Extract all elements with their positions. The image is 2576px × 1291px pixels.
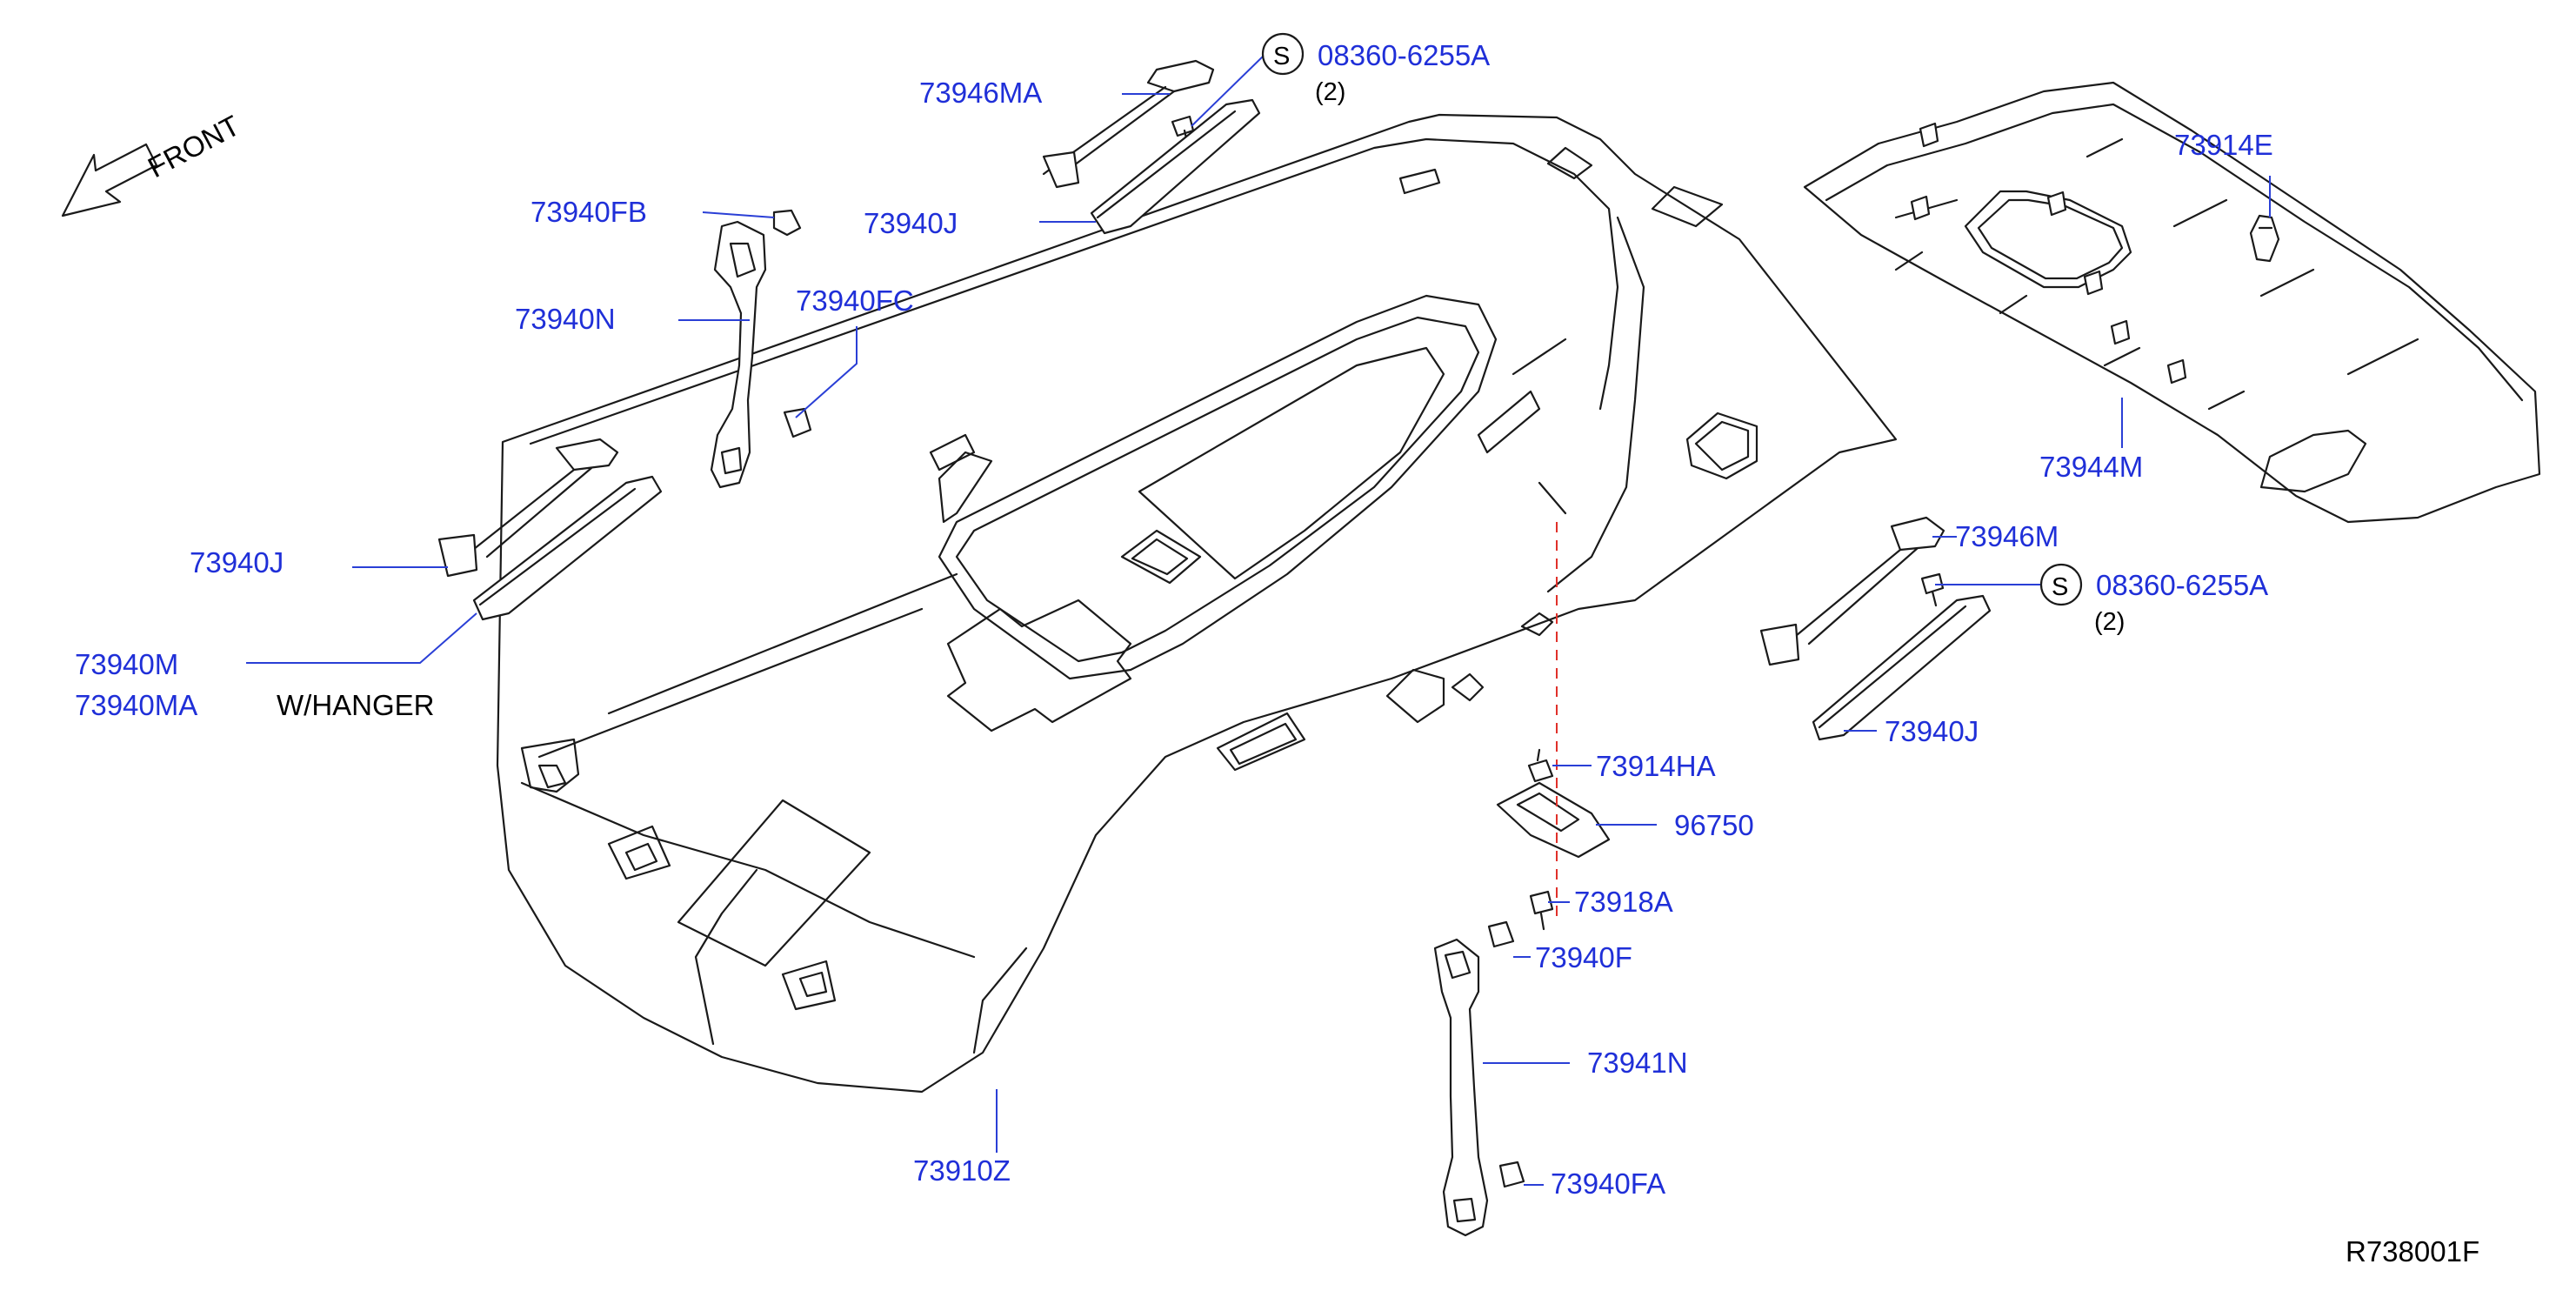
label-screw-top: 08360-6255A — [1318, 39, 1490, 71]
hanger-bracket-left — [437, 438, 619, 578]
diagram-reference: R738001F — [2346, 1235, 2479, 1268]
screw-symbol-right: S — [2039, 563, 2083, 606]
front-arrow-icon — [61, 143, 158, 217]
leader-73940M — [246, 612, 477, 664]
label-73941N: 73941N — [1587, 1047, 1688, 1079]
cap-73940FA — [1498, 1161, 1525, 1188]
svg-text:S: S — [2052, 573, 2068, 601]
grab-handle-left — [472, 475, 663, 621]
label-73940J-top: 73940J — [864, 207, 958, 239]
leader-screw-top — [1191, 53, 1266, 127]
cap-73940FB — [772, 209, 802, 237]
lamp-96750 — [1496, 781, 1611, 859]
grab-handle-73940N — [710, 220, 767, 489]
screw-right — [1920, 572, 1945, 607]
label-73944M: 73944M — [2039, 451, 2143, 483]
bolt-73918A — [1529, 890, 1554, 931]
label-73946M: 73946M — [1955, 520, 2059, 552]
label-73940FB: 73940FB — [531, 196, 647, 228]
clip-73914E — [2249, 214, 2280, 263]
hanger-bracket-right — [1759, 516, 1945, 666]
label-96750: 96750 — [1674, 809, 1754, 841]
label-73940N: 73940N — [515, 303, 616, 335]
hanger-bracket-top — [1042, 59, 1215, 189]
screw-symbol-top: S — [1261, 32, 1305, 76]
grab-handle-top — [1090, 98, 1261, 235]
label-73940J-left: 73940J — [190, 546, 284, 579]
rear-trim-panel — [1803, 81, 2541, 524]
label-73910Z: 73910Z — [913, 1154, 1011, 1187]
front-label: FRONT — [143, 109, 245, 184]
label-qty-top: (2) — [1315, 78, 1345, 106]
leader-73940FB — [702, 211, 775, 218]
label-73940J-right: 73940J — [1885, 715, 1979, 747]
label-qty-right: (2) — [2094, 608, 2125, 636]
cap-73940F — [1487, 920, 1515, 948]
label-w-hanger: W/HANGER — [277, 689, 435, 721]
label-73940MA: 73940MA — [75, 689, 197, 721]
label-73940FC: 73940FC — [796, 284, 914, 317]
cap-73940FC — [783, 407, 812, 438]
label-73940FA: 73940FA — [1551, 1167, 1665, 1200]
grab-handle-right — [1812, 594, 1992, 741]
label-73940F: 73940F — [1535, 941, 1632, 973]
grab-handle-73941N — [1433, 938, 1489, 1237]
clip-73914HA — [1527, 748, 1554, 783]
leader-73940FC — [795, 326, 858, 418]
label-73940M: 73940M — [75, 648, 178, 680]
svg-text:S: S — [1273, 43, 1290, 70]
label-73918A: 73918A — [1574, 886, 1673, 918]
label-screw-right: 08360-6255A — [2096, 569, 2268, 601]
label-73914HA: 73914HA — [1596, 750, 1716, 782]
label-73914E: 73914E — [2174, 129, 2273, 161]
label-73946MA: 73946MA — [919, 77, 1042, 109]
headliner-panel — [496, 113, 1898, 1094]
